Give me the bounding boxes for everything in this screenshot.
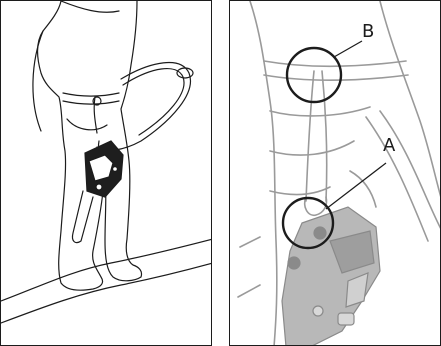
harness-leg-loop (67, 119, 107, 130)
figure-body-outline (38, 1, 142, 290)
detail-belt-top (264, 61, 406, 66)
shoulder-strap (61, 1, 119, 12)
detail-belt-bottom (264, 75, 408, 80)
detail-stripe-3 (238, 285, 260, 297)
arm-left (33, 31, 43, 131)
detail-illustration (230, 1, 441, 346)
ground-lower-edge (1, 263, 212, 323)
detail-illustration-panel: B A (229, 0, 441, 346)
leader-line-b (334, 41, 362, 57)
detail-lanyard-right (322, 71, 327, 201)
detail-lanyard-left (306, 71, 314, 201)
harness-belt-lower (63, 101, 119, 104)
detail-chainsaw-body (282, 207, 380, 346)
detail-strap-2 (270, 141, 354, 155)
leader-line-a (326, 163, 386, 209)
rope-arc-outer (97, 63, 190, 151)
detail-strap-1 (270, 107, 370, 116)
overview-illustration (1, 1, 212, 346)
callout-label-a: A (383, 137, 395, 155)
rope-knot (177, 68, 193, 78)
detail-strap-3 (270, 187, 330, 194)
callout-label-b: B (362, 23, 374, 41)
lanyard (94, 97, 97, 133)
overview-illustration-panel (0, 0, 212, 346)
harness-belt (63, 93, 119, 96)
ground-upper-edge (1, 239, 212, 301)
detail-rope-outer (380, 111, 441, 231)
detail-stripe-1 (350, 171, 376, 207)
rope-arc-inner (123, 69, 184, 135)
detail-stripe-2 (240, 237, 260, 247)
detail-body-outline-right (380, 1, 441, 201)
detail-body-outline (250, 1, 277, 346)
chainsaw-bar (72, 191, 93, 243)
chainsaw-body (85, 141, 123, 197)
